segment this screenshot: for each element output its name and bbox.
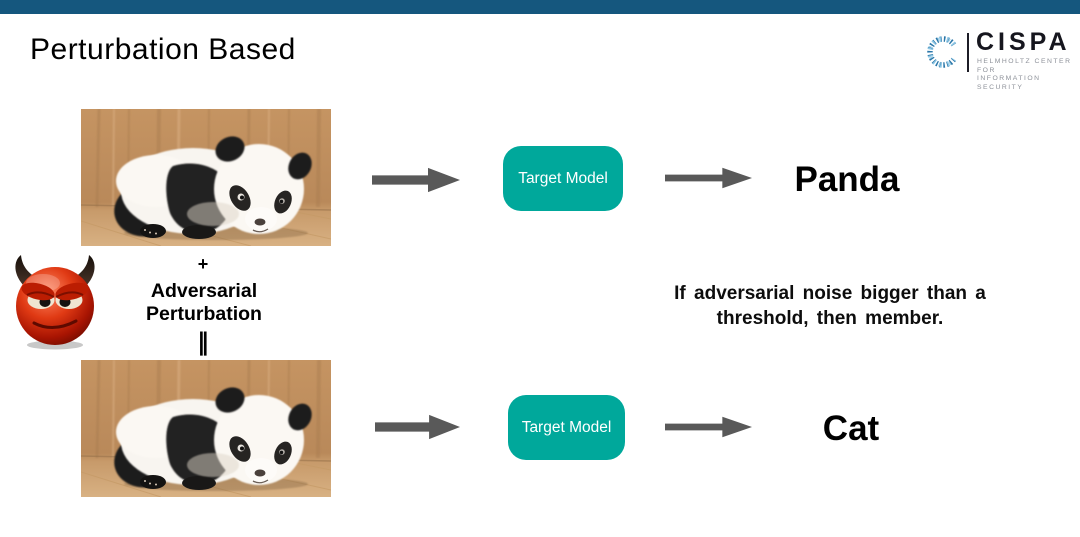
arrow-right-icon <box>372 167 460 193</box>
rule-line2: threshold, then member. <box>716 308 944 329</box>
page-title: Perturbation Based <box>30 33 296 66</box>
logo-subtitle: HELMHOLTZ CENTER FOR INFORMATION SECURIT… <box>977 58 1072 92</box>
panda-photo-perturbed <box>81 360 331 497</box>
devil-emoji <box>5 253 105 351</box>
adversarial-perturbation-label: Adversarial Perturbation <box>114 280 294 325</box>
perturbation-line1: Adversarial <box>150 280 258 302</box>
membership-rule-text: If adversarial noise bigger than a thres… <box>655 281 1005 331</box>
logo-subtitle-line2: INFORMATION SECURITY <box>977 75 1041 91</box>
logo-wordmark: CISPA <box>976 28 1071 56</box>
equals-sign: ‖ <box>197 328 209 356</box>
arrow-right-icon <box>665 415 752 439</box>
cispa-spinner-icon <box>925 34 961 70</box>
target-model-label: Target Model <box>521 418 612 436</box>
plus-sign: + <box>197 254 209 274</box>
rule-line1: If adversarial noise bigger than a <box>674 283 986 304</box>
cispa-logo: CISPA HELMHOLTZ CENTER FOR INFORMATION S… <box>922 28 1072 91</box>
prediction-label-cat: Cat <box>822 409 880 448</box>
arrow-right-icon <box>375 414 460 440</box>
target-model-box-bottom: Target Model <box>508 395 625 460</box>
panda-photo-original <box>81 109 331 246</box>
prediction-label-panda: Panda <box>794 160 900 199</box>
top-accent-bar <box>0 0 1080 14</box>
arrow-right-icon <box>665 166 752 190</box>
target-model-label: Target Model <box>518 169 608 187</box>
target-model-box-top: Target Model <box>503 146 623 211</box>
logo-divider <box>967 33 969 72</box>
perturbation-line2: Perturbation <box>146 302 262 325</box>
logo-subtitle-line1: HELMHOLTZ CENTER FOR <box>977 58 1072 74</box>
